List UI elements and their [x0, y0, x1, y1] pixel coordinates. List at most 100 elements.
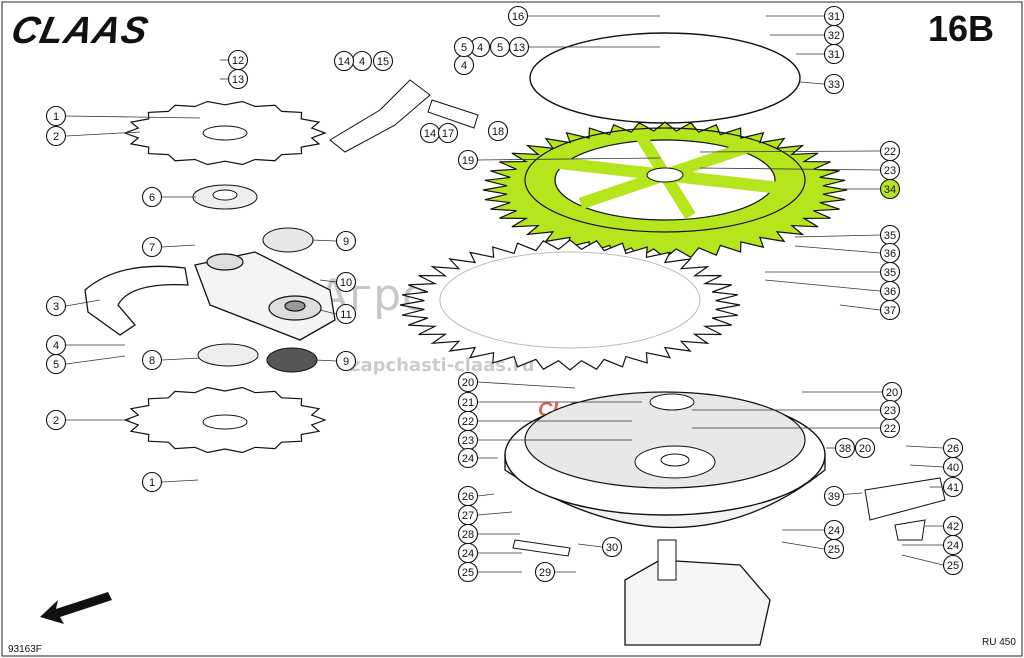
callout-32: 32	[823, 24, 845, 46]
holder-42	[894, 519, 926, 541]
callout-number: 5	[53, 359, 59, 371]
callout-circle	[335, 230, 357, 252]
drawing-number: 93163F	[8, 644, 42, 655]
callout-number: 31	[828, 49, 840, 61]
callout-5: 5	[453, 36, 475, 58]
leader-line	[65, 115, 201, 119]
leader-line	[315, 359, 337, 362]
leader-line	[799, 81, 825, 85]
callout-circle	[854, 437, 876, 459]
drum-collar	[649, 393, 695, 411]
callout-number: 9	[343, 236, 349, 248]
callout-22: 22	[457, 410, 479, 432]
callout-circle	[534, 561, 556, 583]
callout-36: 36	[879, 280, 901, 302]
bracket-15	[329, 79, 431, 153]
callout-number: 30	[606, 542, 618, 554]
blade-spoke	[664, 169, 776, 194]
callout-circle	[141, 471, 163, 493]
bearing-9-lower	[266, 347, 318, 373]
callout-33: 33	[823, 73, 845, 95]
callout-circle	[942, 554, 964, 576]
leader-line	[319, 279, 337, 283]
callout-4: 4	[453, 54, 475, 76]
callout-number: 34	[884, 184, 896, 196]
callout-number: 20	[462, 377, 474, 389]
watermark-url: zapchasti-claas.ru	[350, 355, 535, 376]
callout-number: 4	[359, 56, 365, 68]
callout-number: 5	[461, 42, 467, 54]
callout-circle	[601, 536, 623, 558]
callout-21: 21	[457, 391, 479, 413]
callout-9: 9	[335, 350, 357, 372]
callout-5: 5	[45, 353, 67, 375]
callout-number: 41	[947, 482, 959, 494]
callout-circle	[507, 5, 529, 27]
callout-31: 31	[823, 5, 845, 27]
callout-42: 42	[942, 515, 964, 537]
callout-24: 24	[457, 447, 479, 469]
leader-line	[319, 309, 337, 315]
callout-number: 35	[884, 267, 896, 279]
callout-number: 25	[828, 544, 840, 556]
leader-line	[781, 541, 825, 550]
callout-number: 2	[53, 415, 59, 427]
callout-18: 18	[487, 120, 509, 142]
callout-circle	[453, 36, 475, 58]
callout-circle	[437, 122, 459, 144]
callout-number: 32	[828, 30, 840, 42]
callout-number: 27	[462, 510, 474, 522]
callout-number: 35	[884, 230, 896, 242]
callout-number: 14	[424, 128, 436, 140]
callout-circle	[879, 299, 901, 321]
callout-number: 7	[149, 242, 155, 254]
callout-number: 8	[149, 355, 155, 367]
callout-3: 3	[45, 295, 67, 317]
curved-guard	[84, 265, 189, 336]
callout-number: 14	[338, 56, 350, 68]
callout-number: 25	[947, 560, 959, 572]
callout-circle	[457, 149, 479, 171]
leader-line	[65, 299, 101, 307]
callout-circle	[335, 350, 357, 372]
callout-13: 13	[508, 36, 530, 58]
callout-2: 2	[45, 409, 67, 431]
callout-circle	[141, 349, 163, 371]
callout-circle	[372, 50, 394, 72]
callout-circle	[942, 456, 964, 478]
leader-line	[477, 511, 513, 516]
callout-number: 23	[884, 165, 896, 177]
callout-24: 24	[823, 519, 845, 541]
callout-number: 21	[462, 397, 474, 409]
callout-36: 36	[879, 242, 901, 264]
callout-circle	[457, 561, 479, 583]
blade-hub	[646, 167, 684, 183]
callout-12: 12	[227, 49, 249, 71]
callout-circle	[141, 236, 163, 258]
callout-23: 23	[879, 399, 901, 421]
callout-29: 29	[534, 561, 556, 583]
callout-number: 5	[497, 42, 503, 54]
callout-number: 16	[512, 11, 524, 23]
callout-14: 14	[419, 122, 441, 144]
callout-number: 42	[947, 521, 959, 533]
callout-circle	[333, 50, 355, 72]
leader-line	[477, 493, 495, 497]
callout-16: 16	[507, 5, 529, 27]
callout-circle	[823, 485, 845, 507]
callout-number: 28	[462, 529, 474, 541]
leader-line	[477, 381, 576, 389]
callout-1: 1	[141, 471, 163, 493]
callout-number: 13	[513, 42, 525, 54]
callout-number: 17	[442, 128, 454, 140]
leader-line	[839, 304, 881, 311]
callout-number: 15	[377, 56, 389, 68]
callout-37: 37	[879, 299, 901, 321]
callout-circle	[823, 538, 845, 560]
callout-20: 20	[854, 437, 876, 459]
leader-line	[699, 150, 881, 153]
callout-number: 26	[462, 491, 474, 503]
leader-line	[764, 279, 881, 292]
callout-circle	[45, 409, 67, 431]
